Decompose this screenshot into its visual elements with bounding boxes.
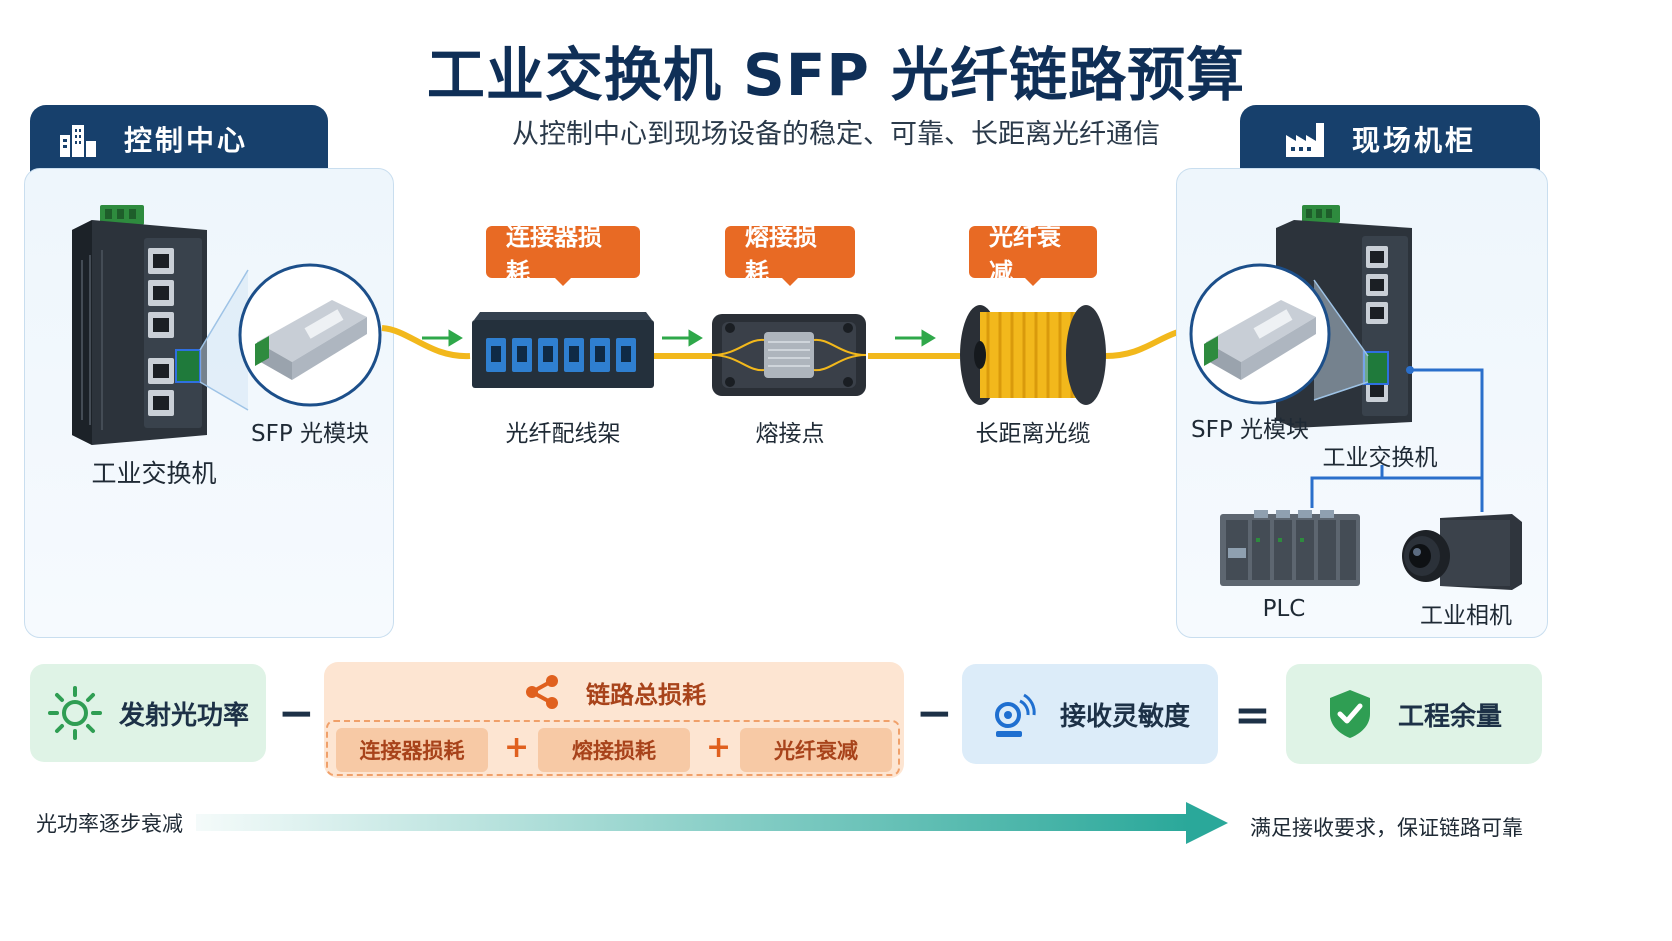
building-icon	[60, 125, 96, 157]
industrial-camera	[1402, 514, 1522, 590]
connector-loss-term: 连接器损耗	[336, 728, 488, 772]
control-center-title: 控制中心	[124, 124, 249, 157]
tx-power-label: 发射光功率	[118, 700, 249, 731]
footer-right-text: 满足接收要求，保证链路可靠	[1250, 816, 1523, 840]
switch-label-left: 工业交换机	[91, 459, 217, 488]
fiber-attenuation-tag: 光纤衰减	[969, 223, 1097, 286]
share-nodes-icon	[526, 675, 558, 709]
camera-label: 工业相机	[1420, 603, 1512, 629]
margin-label: 工程余量	[1397, 701, 1502, 732]
connector-loss-tag: 连接器损耗	[486, 223, 640, 286]
splice-label: 熔接点	[755, 421, 825, 447]
sfp-label-right: SFP 光模块	[1190, 417, 1309, 443]
field-network-lines	[1310, 366, 1484, 512]
zoom-callout-left	[199, 269, 249, 411]
plc-device	[1220, 510, 1360, 586]
field-cabinet-title: 现场机柜	[1352, 124, 1477, 157]
total-loss-label: 链路总损耗	[586, 680, 706, 709]
tx-power-box: 发射光功率	[30, 664, 266, 762]
plc-label: PLC	[1262, 596, 1306, 622]
fiber-path	[381, 325, 1201, 360]
signal-receiver-icon	[994, 693, 1036, 737]
sfp-module-left	[238, 263, 382, 407]
sun-icon	[47, 686, 102, 740]
zoom-callout-right	[1313, 279, 1369, 401]
equals-operator: =	[1234, 690, 1271, 741]
switch-label-right: 工业交换机	[1322, 445, 1438, 471]
splice-loss-tag-pointer	[782, 278, 798, 286]
industrial-switch-left	[72, 205, 207, 445]
control-center-tab: 控制中心	[30, 105, 328, 173]
page-title: 工业交换机 SFP 光纤链路预算	[426, 41, 1246, 109]
fiber-patch-panel	[472, 312, 654, 388]
plus-operator-2: +	[706, 730, 732, 765]
sfp-label-left: SFP 光模块	[250, 421, 369, 447]
patch-panel-label: 光纤配线架	[505, 421, 621, 447]
field-cabinet-tab: 现场机柜	[1240, 105, 1540, 173]
page-subtitle: 从控制中心到现场设备的稳定、可靠、长距离光纤通信	[512, 119, 1160, 150]
fiber-attenuation-tag-pointer	[1025, 278, 1041, 286]
rx-sensitivity-box: 接收灵敏度	[962, 664, 1218, 764]
plus-operator-1: +	[504, 730, 530, 765]
splice-closure	[711, 314, 867, 396]
long-distance-fiber-reel	[960, 305, 1106, 405]
fiber-attenuation-term: 光纤衰减	[740, 728, 892, 772]
fiber-cable-label: 长距离光缆	[975, 421, 1091, 447]
connector-loss-tag-pointer	[555, 278, 571, 286]
minus-operator-2: −	[916, 688, 953, 739]
total-loss-header: 链路总损耗	[324, 672, 904, 712]
footer-left-text: 光功率逐步衰减	[36, 812, 183, 836]
sfp-module-right	[1189, 263, 1331, 405]
shield-check-icon	[1329, 690, 1370, 738]
minus-operator-1: −	[278, 688, 315, 739]
margin-box: 工程余量	[1286, 664, 1542, 764]
rx-sensitivity-label: 接收灵敏度	[1059, 701, 1190, 732]
splice-loss-term: 熔接损耗	[538, 728, 690, 772]
loss-terms-group	[326, 720, 900, 776]
factory-icon	[1286, 123, 1324, 157]
splice-loss-tag: 熔接损耗	[725, 223, 855, 286]
attenuation-arrow	[196, 802, 1228, 844]
